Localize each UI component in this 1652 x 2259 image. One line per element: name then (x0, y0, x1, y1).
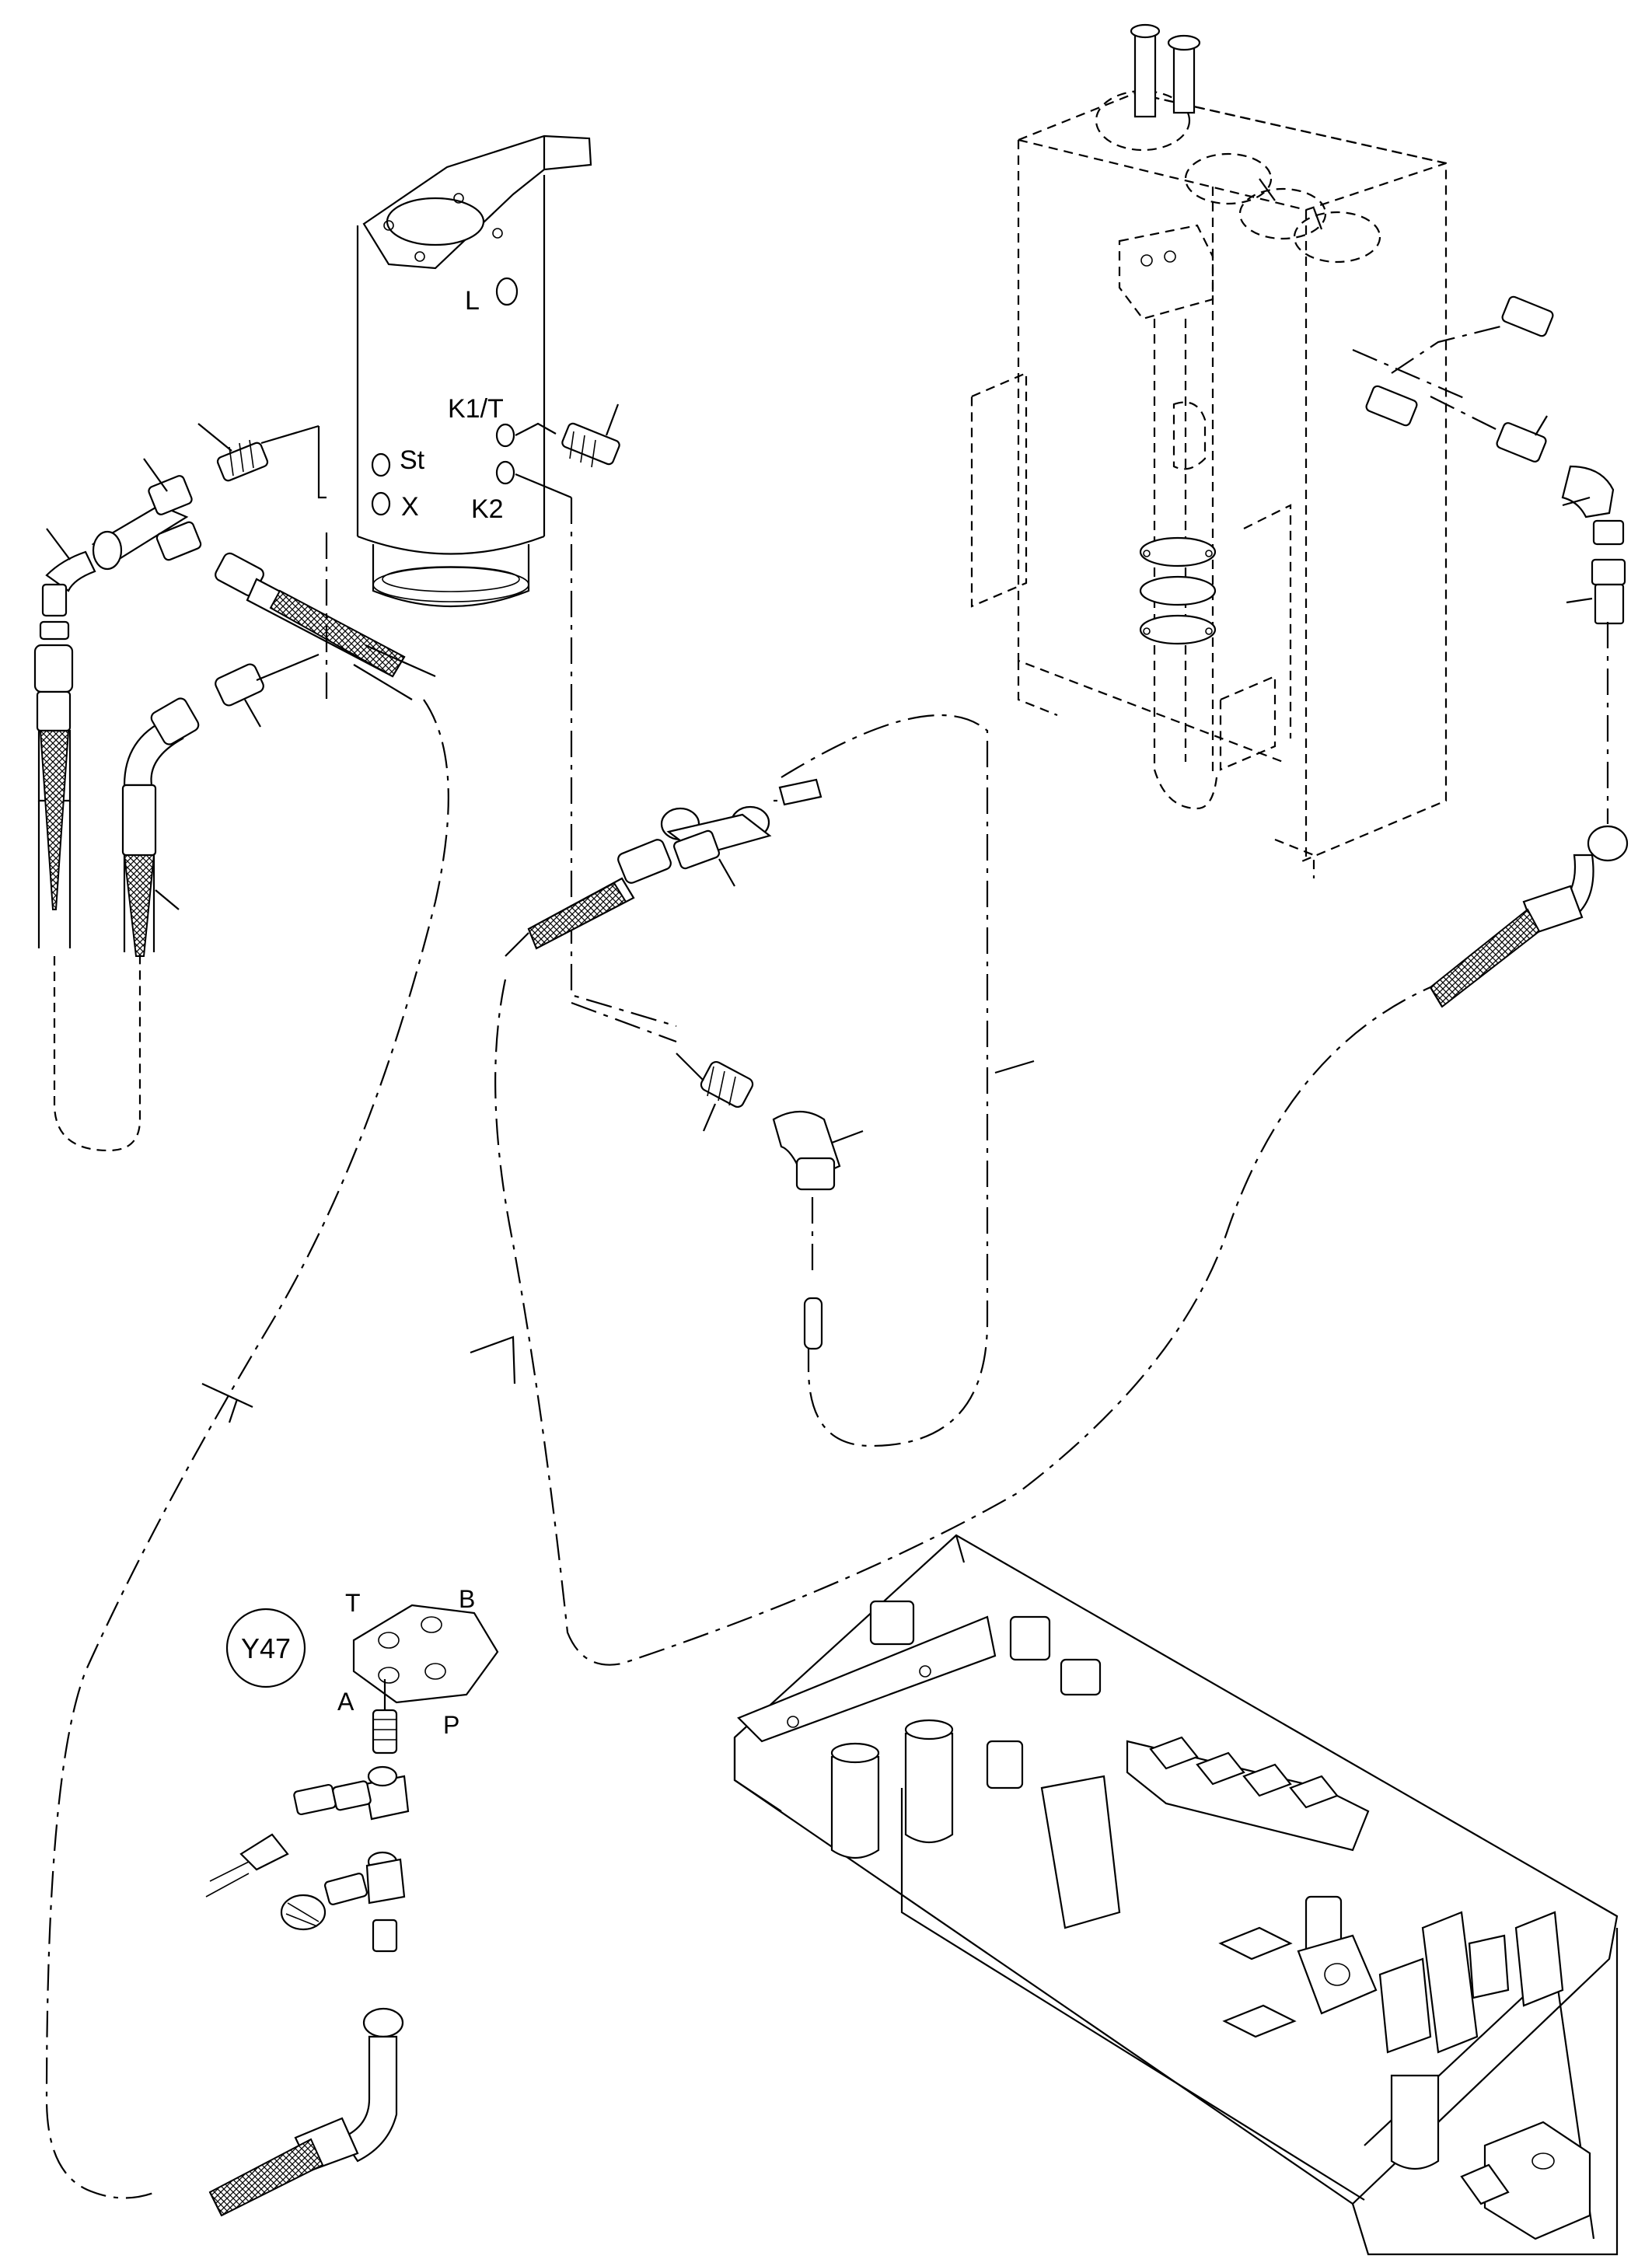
port-K1T-label: K1/T (448, 394, 504, 424)
port-St-label: St (400, 445, 425, 475)
lower-elbow-fittings (676, 1053, 864, 1350)
port-K2-label: K2 (471, 494, 504, 524)
valve-port-B-label: B (459, 1585, 475, 1613)
valve-y47 (205, 1604, 499, 2217)
hydraulic-tank (970, 23, 1626, 878)
port-L-label: L (465, 286, 480, 316)
k1t-adapter (515, 403, 620, 468)
right-hose (1429, 825, 1629, 1008)
valve-id-label: Y47 (241, 1632, 291, 1664)
centre-tee-hose (505, 778, 823, 957)
accumulator-cylinder (356, 134, 592, 608)
port-X-label: X (401, 492, 419, 522)
left-fittings-group (33, 423, 436, 1152)
valve-port-T-label: T (345, 1589, 361, 1617)
valve-port-P-label: P (443, 1711, 459, 1739)
pipe-routes (45, 426, 1431, 2199)
valve-panel-assembly (733, 1534, 1619, 2256)
valve-port-A-label: A (337, 1688, 354, 1716)
